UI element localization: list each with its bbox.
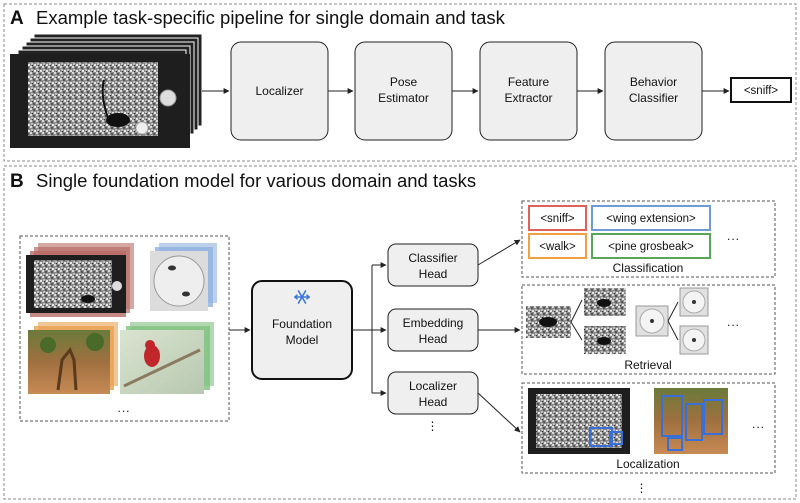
tag-pine-grosbeak: <pine grosbeak>: [591, 233, 711, 259]
tasks-more: ⋮: [636, 481, 649, 495]
pipeline-output: <sniff>: [730, 77, 792, 103]
pipeline-stage-feature-extractor: Feature Extractor: [479, 41, 578, 141]
retrieval-more: ...: [727, 315, 740, 329]
input-collage: ...: [19, 235, 230, 422]
svg-text:Classifier: Classifier: [629, 91, 678, 105]
svg-text:Behavior: Behavior: [630, 75, 677, 89]
classification-output: <sniff> <wing extension> <walk> <pine gr…: [521, 200, 776, 278]
localization-more: ...: [752, 417, 765, 431]
svg-text:<sniff>: <sniff>: [744, 85, 779, 97]
svg-text:Classifier: Classifier: [408, 251, 457, 265]
arena-floor: [28, 62, 158, 136]
svg-text:Head: Head: [419, 395, 448, 409]
panel-b: B Single foundation model for various do…: [3, 165, 797, 500]
panel-a: A Example task-specific pipeline for sin…: [3, 3, 797, 162]
panel-a-border: [3, 3, 797, 162]
svg-text:Foundation: Foundation: [272, 317, 332, 331]
detection-box: [703, 399, 723, 435]
detection-box: [609, 431, 623, 445]
svg-text:<sniff>: <sniff>: [540, 213, 575, 225]
classification-more: ...: [727, 229, 740, 243]
svg-text:Head: Head: [419, 332, 448, 346]
foundation-model: Foundation Model: [251, 280, 353, 380]
embedding-head: Embedding Head: [387, 308, 479, 352]
detection-box: [589, 427, 613, 447]
pipeline-stage-pose-estimator: Pose Estimator: [354, 41, 453, 141]
panel-b-title: Single foundation model for various doma…: [36, 170, 476, 191]
retrieval-caption: Retrieval: [624, 358, 671, 372]
panel-b-letter: B: [10, 171, 24, 192]
localization-output: ... Localization: [521, 382, 776, 474]
panel-a-letter: A: [10, 8, 24, 29]
snowflake-icon: [294, 290, 310, 304]
detection-box: [685, 403, 703, 441]
svg-text:Estimator: Estimator: [378, 91, 429, 105]
heads-more: ⋮: [427, 419, 440, 433]
svg-text:Localizer: Localizer: [255, 84, 303, 98]
detection-box: [667, 437, 683, 451]
classifier-head: Classifier Head: [387, 243, 479, 287]
svg-text:Model: Model: [286, 333, 319, 347]
classification-caption: Classification: [613, 261, 684, 275]
input-video-stack: [10, 33, 203, 148]
tag-wing-extension: <wing extension>: [591, 205, 711, 231]
tag-walk: <walk>: [528, 233, 587, 259]
mouse-body: [106, 113, 130, 127]
giraffe-detection-thumb: [654, 388, 728, 454]
svg-text:Pose: Pose: [390, 75, 418, 89]
localization-caption: Localization: [616, 457, 679, 471]
arrow: [477, 392, 521, 433]
panel-a-title: Example task-specific pipeline for singl…: [36, 7, 506, 28]
pipeline-stage-behavior-classifier: Behavior Classifier: [604, 41, 703, 141]
svg-text:<wing extension>: <wing extension>: [606, 213, 696, 225]
arrow: [477, 239, 521, 266]
svg-text:Head: Head: [419, 267, 448, 281]
pipeline-stage-localizer: Localizer: [230, 41, 329, 141]
svg-text:Localizer: Localizer: [409, 379, 457, 393]
localizer-head: Localizer Head: [387, 371, 479, 415]
fan-out-connector: [352, 264, 386, 394]
detection-box: [661, 395, 683, 437]
svg-text:Embedding: Embedding: [403, 316, 464, 330]
svg-text:Feature: Feature: [508, 75, 550, 89]
bird-thumb: [120, 330, 204, 394]
svg-text:<walk>: <walk>: [539, 241, 576, 253]
svg-text:Extractor: Extractor: [504, 91, 552, 105]
input-more: ...: [117, 401, 130, 415]
panel-b-border: [3, 165, 797, 500]
tag-sniff: <sniff>: [528, 205, 587, 231]
svg-text:<pine grosbeak>: <pine grosbeak>: [608, 241, 694, 253]
retrieval-output: ... Retrieval: [521, 284, 776, 375]
